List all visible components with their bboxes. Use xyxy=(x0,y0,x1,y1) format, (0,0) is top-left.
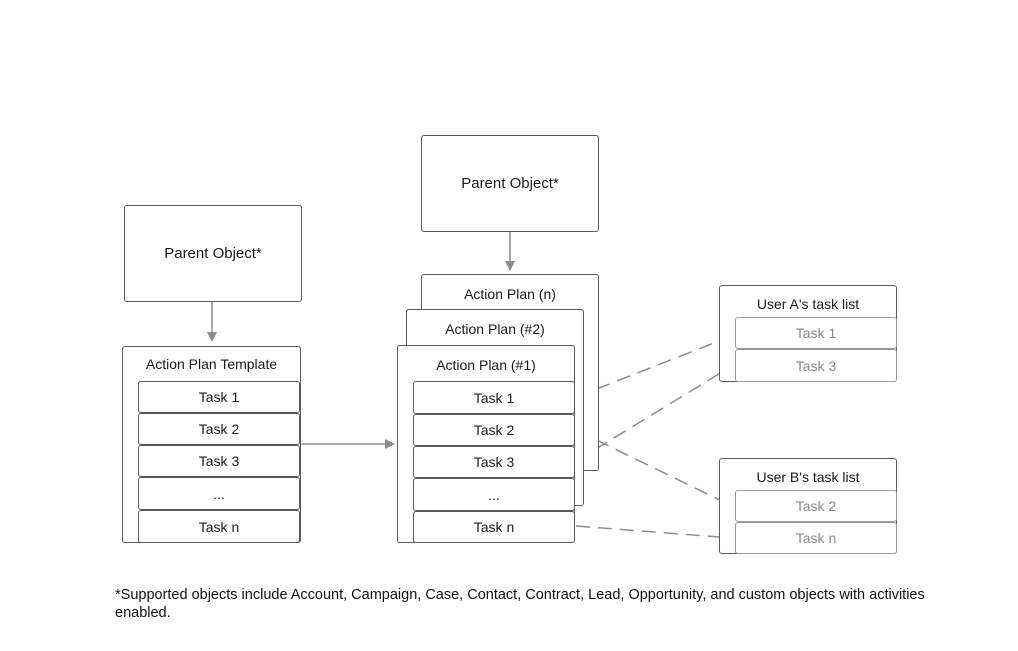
template-task-1: Task 1 xyxy=(138,381,300,413)
template-task-ellipsis: ... xyxy=(138,477,300,510)
dashed-arrow-task1-to-user-a xyxy=(575,334,733,398)
dashed-arrow-task2-to-user-b xyxy=(575,429,733,507)
plan-task-ellipsis: ... xyxy=(413,478,575,511)
user-b-task-list-title: User B's task list xyxy=(756,469,860,485)
footnote: *Supported objects include Account, Camp… xyxy=(115,587,925,621)
action-plan-1-title: Action Plan (#1) xyxy=(436,357,536,373)
top-parent-object: Parent Object* xyxy=(421,135,599,232)
plan-task-1: Task 1 xyxy=(413,381,575,414)
user-a-task-3: Task 3 xyxy=(735,349,897,382)
action-plan-n-title: Action Plan (n) xyxy=(464,286,556,302)
plan-task-2: Task 2 xyxy=(413,414,575,446)
user-b-task-n: Task n xyxy=(735,522,897,554)
dashed-arrow-taskn-to-user-b xyxy=(575,525,733,543)
template-task-2: Task 2 xyxy=(138,413,300,445)
left-parent-object: Parent Object* xyxy=(124,205,302,302)
top-parent-object-label: Parent Object* xyxy=(461,175,559,192)
template-task-3: Task 3 xyxy=(138,445,300,477)
dashed-arrow-task3-to-user-a xyxy=(575,365,733,462)
action-plan-2-title: Action Plan (#2) xyxy=(445,321,545,337)
user-a-task-1: Task 1 xyxy=(735,317,897,349)
user-b-task-2: Task 2 xyxy=(735,490,897,522)
left-parent-object-label: Parent Object* xyxy=(164,245,262,262)
plan-task-n: Task n xyxy=(413,511,575,543)
template-task-n: Task n xyxy=(138,510,300,543)
plan-task-3: Task 3 xyxy=(413,446,575,478)
action-plan-template-title: Action Plan Template xyxy=(145,356,278,372)
user-a-task-list-title: User A's task list xyxy=(756,296,860,312)
